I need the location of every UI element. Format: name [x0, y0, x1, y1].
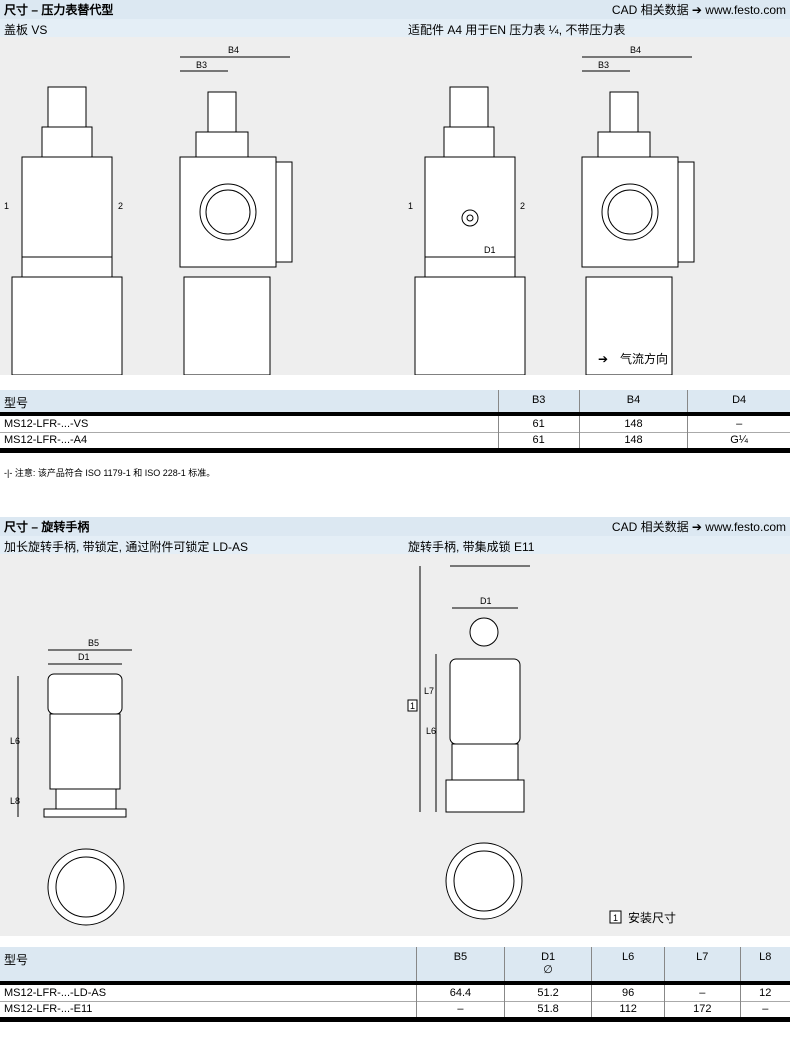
cad-link[interactable]: CAD 相关数据 ➔ www.festo.com: [611, 520, 786, 534]
standards-note: -|- 注意: 该产品符合 ISO 1179-1 和 ISO 228-1 标准。: [4, 468, 216, 478]
text-label: B3: [598, 60, 609, 70]
install-dimension-legend: 1 安装尺寸: [609, 910, 676, 925]
text-label: B3: [497, 390, 580, 414]
text-label: B4: [228, 45, 239, 55]
text-label: –: [663, 982, 741, 1001]
text-label: 2: [520, 201, 525, 211]
subtitle-e11: 旋转手柄, 带集成锁 E11: [408, 540, 535, 554]
text-label: L6: [426, 726, 436, 736]
text-label: L6: [10, 736, 20, 746]
text-label: G¼: [687, 431, 790, 450]
text-label: D1: [78, 652, 90, 662]
text-label: 61: [497, 413, 580, 432]
text-label: –: [687, 413, 790, 432]
section2-header: 尺寸 – 旋转手柄 CAD 相关数据 ➔ www.festo.com: [0, 517, 790, 536]
text-label: 2: [118, 201, 123, 211]
text-label: L7: [663, 947, 741, 983]
text-label: –: [416, 1000, 505, 1019]
text-label: 51.8: [503, 1000, 592, 1019]
text-label: L6: [591, 947, 665, 983]
text-label: 型号: [0, 947, 417, 983]
text-label: MS12-LFR-...-LD-AS: [0, 982, 417, 1001]
text-label: 148: [578, 431, 688, 450]
flow-arrow-icon: ➔: [598, 352, 608, 366]
text-label: 型号: [0, 390, 499, 414]
text-label: D4: [687, 390, 790, 414]
a4-side-view: D1 1 2: [408, 86, 526, 375]
text-label: MS12-LFR-...-VS: [0, 413, 499, 432]
text-label: D1: [480, 596, 492, 606]
subtitle-ld-as: 加长旋转手柄, 带锁定, 通过附件可锁定 LD-AS: [4, 540, 249, 554]
text-label: 1: [410, 701, 415, 711]
text-label: L8: [739, 947, 790, 983]
text-label: 172: [663, 1000, 741, 1019]
flow-direction-label: 气流方向: [620, 351, 668, 366]
text-label: B4: [578, 390, 688, 414]
text-label: D1: [484, 245, 496, 255]
text-label: –: [739, 1000, 790, 1019]
text-label: B5: [88, 638, 99, 648]
text-label: 1: [4, 201, 9, 211]
text-label: 安装尺寸: [628, 910, 676, 925]
subtitle-a4: 适配件 A4 用于EN 压力表 ¼, 不带压力表: [408, 23, 626, 37]
text-label: ∅: [543, 964, 553, 976]
text-label: 51.2: [503, 982, 592, 1001]
section2-subtitles: 加长旋转手柄, 带锁定, 通过附件可锁定 LD-AS 旋转手柄, 带集成锁 E11: [0, 536, 790, 554]
text-label: 96: [591, 982, 665, 1001]
text-label: 1: [408, 201, 413, 211]
text-label: B5: [416, 947, 505, 983]
text-label: MS12-LFR-...-A4: [0, 431, 499, 450]
section1-subtitles: 盖板 VS 适配件 A4 用于EN 压力表 ¼, 不带压力表: [0, 19, 790, 37]
text-label: D1: [541, 951, 556, 963]
subtitle-vs: 盖板 VS: [4, 23, 48, 37]
section2-title: 尺寸 – 旋转手柄: [4, 520, 90, 534]
text-label: 64.4: [416, 982, 505, 1001]
text-label: L7: [424, 686, 434, 696]
text-label: 61: [497, 431, 580, 450]
text-label: 12: [739, 982, 790, 1001]
text-label: B4: [630, 45, 641, 55]
text-label: MS12-LFR-...-E11: [0, 1000, 417, 1019]
section1-title: 尺寸 – 压力表替代型: [4, 3, 114, 17]
text-label: B3: [196, 60, 207, 70]
cad-link[interactable]: CAD 相关数据 ➔ www.festo.com: [611, 3, 786, 17]
text-label: L8: [10, 796, 20, 806]
text-label: 1: [613, 913, 618, 923]
text-label: 148: [578, 413, 688, 432]
section1-header: 尺寸 – 压力表替代型 CAD 相关数据 ➔ www.festo.com: [0, 0, 790, 19]
text-label: 112: [591, 1000, 665, 1019]
